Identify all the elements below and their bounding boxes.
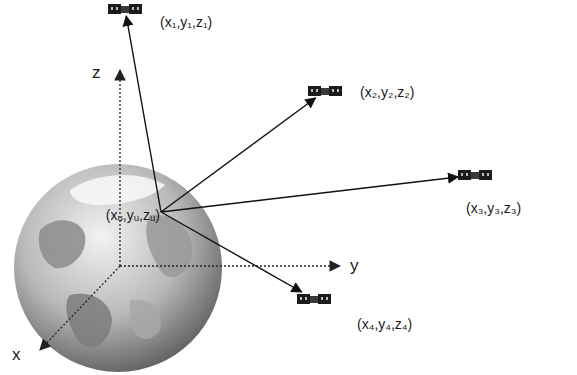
- user-position: (xᵤ,yᵤ,zᵤ): [106, 207, 160, 223]
- satellite-coordinates: (x₁,y₁,z₁): [160, 14, 212, 30]
- earth-globe: [14, 164, 222, 372]
- coordinate-label: (xᵤ,yᵤ,zᵤ): [106, 207, 160, 223]
- range-arrow: [161, 212, 302, 292]
- range-arrow: [126, 16, 161, 212]
- satellite: (x₃,y₃,z₃): [458, 168, 492, 182]
- satellite-icon: [308, 84, 342, 98]
- satellite-coordinates: (x₂,y₂,z₂): [360, 84, 414, 100]
- satellite-coordinates: (x₃,y₃,z₃): [466, 200, 521, 216]
- satellite: (x₁,y₁,z₁): [108, 2, 142, 16]
- satellite: (x₂,y₂,z₂): [308, 84, 342, 98]
- coordinate-axes: [40, 70, 340, 350]
- satellite-icon: [297, 292, 331, 306]
- range-arrow: [161, 98, 316, 212]
- axis-label: z: [92, 64, 101, 82]
- satellite-icon: [458, 168, 492, 182]
- axis-label: y: [350, 257, 359, 275]
- range-arrow: [161, 177, 458, 212]
- satellite-icon: [108, 2, 142, 16]
- earth-landmass: [39, 175, 193, 347]
- axis-label: x: [12, 346, 21, 364]
- satellite: (x₄,y₄,z₄): [297, 292, 331, 306]
- satellite-coordinates: (x₄,y₄,z₄): [357, 316, 412, 332]
